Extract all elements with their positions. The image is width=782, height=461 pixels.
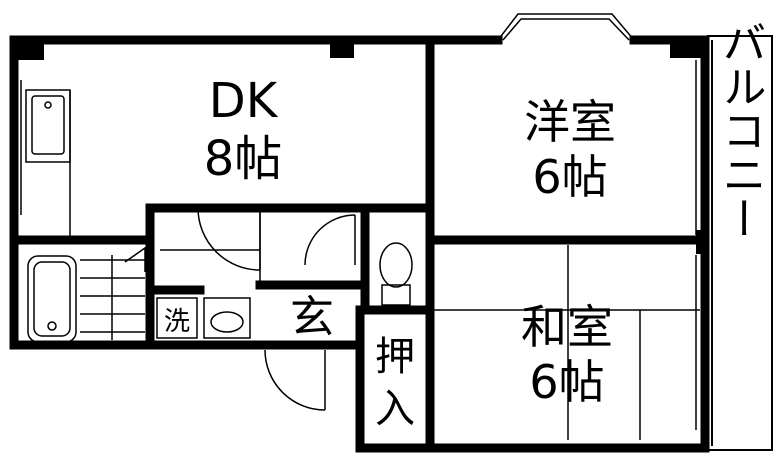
bathtub <box>27 255 77 343</box>
balcony <box>707 35 773 451</box>
washer-box <box>156 297 198 339</box>
washer-label: 洗 <box>164 307 190 337</box>
yoshitsu-room-name: 洋室 <box>524 95 616 149</box>
toilet <box>379 242 413 288</box>
oshiire-label-2: 入 <box>375 386 415 432</box>
bay-window-inner <box>502 18 630 41</box>
balcony-label: バルコニー <box>715 20 766 240</box>
washitsu-room-size: 6帖 <box>529 355 604 409</box>
genkan-label: 玄 <box>290 292 334 343</box>
door-swing-toilet <box>304 214 356 266</box>
dk-room-size: 8帖 <box>204 131 283 187</box>
door-swing-entrance <box>264 349 326 411</box>
washbasin <box>203 297 251 339</box>
columns <box>12 36 708 254</box>
door-swing-bath <box>197 207 261 271</box>
oshiire-label-1: 押 <box>375 334 415 380</box>
dk-room-name: DK <box>209 73 279 129</box>
washitsu-room-name: 和室 <box>521 300 613 354</box>
bay-window <box>497 13 635 41</box>
yoshitsu-room-size: 6帖 <box>532 150 607 204</box>
